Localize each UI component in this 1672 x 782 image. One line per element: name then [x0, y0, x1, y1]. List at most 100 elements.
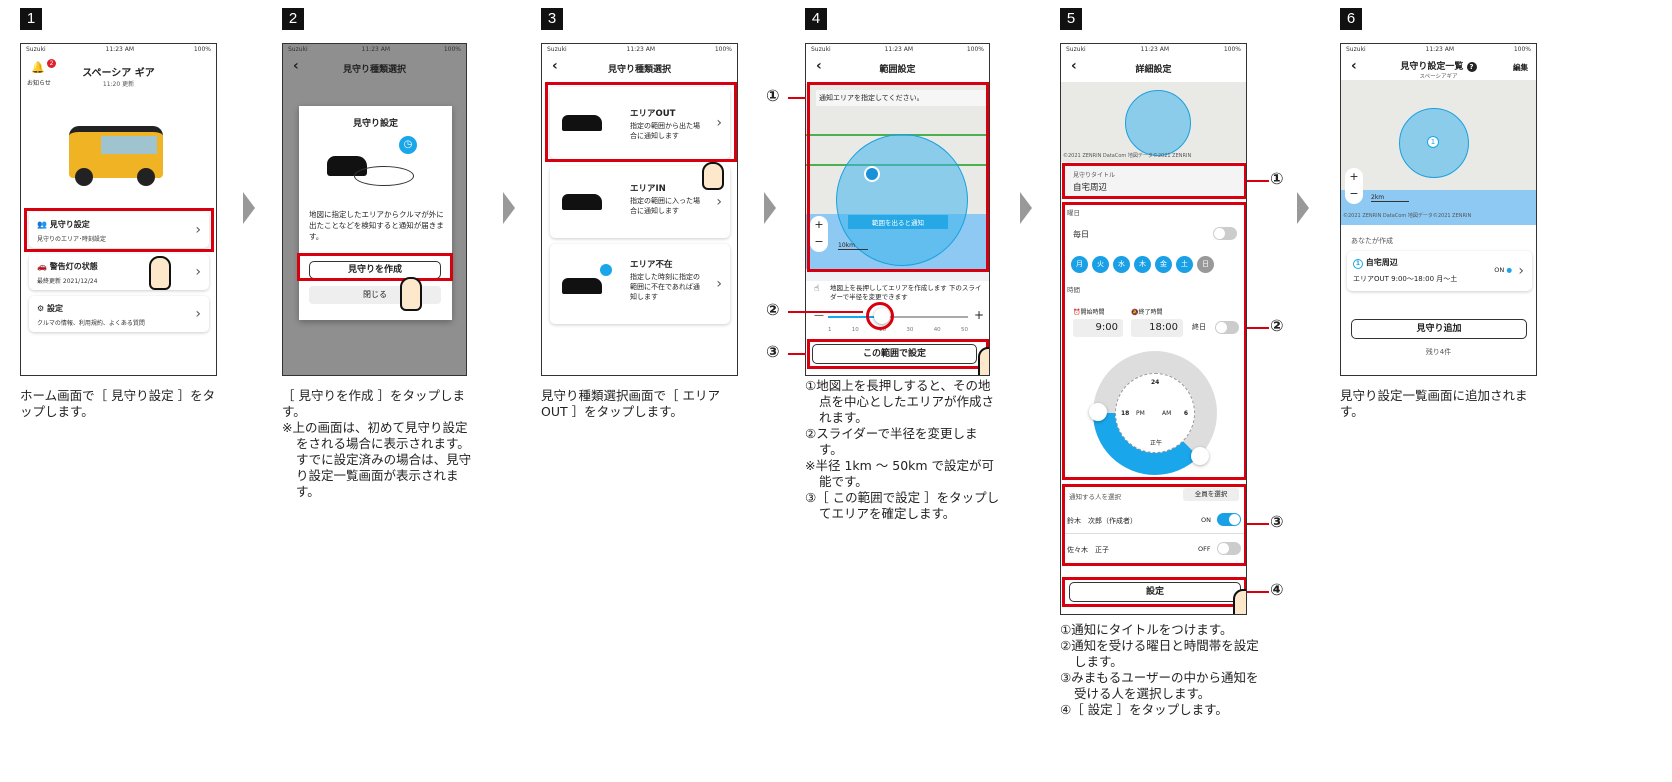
select-all-button[interactable]: 全員を選択 [1183, 488, 1239, 501]
carrier: Suzuki [26, 46, 46, 53]
dialog-text: 地図に指定したエリアからクルマが外に出たことなどを検知すると通知が届きます。 [309, 210, 444, 241]
back-button[interactable]: ‹ [552, 58, 558, 74]
person-state: ON [1201, 516, 1211, 524]
start-time-handle[interactable] [1191, 447, 1209, 465]
notify-label: 通知する人を選択 [1069, 493, 1121, 501]
chevron-right-icon: › [716, 115, 722, 131]
clock-icon [600, 264, 612, 276]
day-button[interactable]: 金 [1155, 256, 1172, 273]
alarm-icon: ⏰ [1073, 309, 1081, 316]
callout-3: ③ [1270, 512, 1284, 531]
menu-item-warning-lights[interactable]: 🚗 警告灯の状態 最終更新 2021/12/24 › [29, 254, 209, 290]
allday-toggle[interactable] [1215, 321, 1239, 334]
page-title: 範囲設定 [879, 65, 916, 75]
alarm-off-icon: 🔕 [1131, 309, 1139, 316]
back-button[interactable]: ‹ [1351, 58, 1357, 74]
day-button[interactable]: 水 [1113, 256, 1130, 273]
battery: 100% [193, 46, 211, 53]
battery: 100% [443, 46, 461, 53]
help-icon[interactable]: ? [1466, 62, 1477, 72]
step-number: 6 [1340, 8, 1362, 30]
day-button[interactable]: 土 [1176, 256, 1193, 273]
map-hint: 通知エリアを指定してください。 [816, 90, 987, 106]
bell-label: お知らせ [27, 80, 51, 87]
end-time-field[interactable]: 18:00 [1131, 319, 1183, 337]
day-button[interactable]: 火 [1092, 256, 1109, 273]
map-scale: 2km [1371, 194, 1409, 202]
menu-item-sub: 最終更新 2021/12/24 [37, 278, 98, 285]
type-title: エリアOUT [630, 109, 676, 119]
highlight-box [297, 253, 453, 281]
person-name: 佐々木 正子 [1067, 546, 1109, 554]
highlight-box [545, 82, 737, 162]
title-field[interactable]: 見守りタイトル 自宅周辺 [1065, 166, 1244, 196]
tick: 40 [933, 327, 941, 333]
menu-item-watch-settings[interactable]: 👥 見守り設定 見守りのエリア･時刻設定 › [29, 212, 209, 248]
allday-label: 終日 [1192, 323, 1206, 331]
caption-line: ①地図上を長押しすると、その地点を中心としたエリアが作成されます。 [805, 378, 995, 425]
zoom-out-button[interactable]: − [814, 235, 824, 248]
clock-icon: ◷ [399, 136, 417, 154]
item-title: 自宅周辺 [1365, 258, 1398, 267]
callout-3: ③ [766, 342, 780, 361]
carrier: Suzuki [1066, 46, 1086, 53]
carrier: Suzuki [1346, 46, 1366, 53]
step-number: 4 [805, 8, 827, 30]
zoom-controls[interactable]: +− [1345, 168, 1363, 204]
person-toggle[interactable] [1217, 513, 1241, 526]
increase-radius-button[interactable]: + [974, 308, 985, 322]
edit-button[interactable]: 編集 [1513, 63, 1528, 72]
clock-label: 正午 [1150, 440, 1163, 447]
step4-caption: ①地図上を長押しすると、その地点を中心としたエリアが作成されます。 ②スライダー… [805, 378, 1000, 522]
map[interactable]: 1 +− 2km ©2021 ZENRIN DataCom 地図データ©2021… [1341, 80, 1536, 225]
day-button[interactable]: 木 [1134, 256, 1151, 273]
step2-caption: ［ 見守りを作成 ］をタップします。 ※上の画面は、初めて見守り設定をされる場合… [282, 388, 477, 500]
type-area-in[interactable]: エリアIN 指定の範囲に入った場合に通知します › [550, 166, 730, 238]
end-time-handle[interactable] [1089, 403, 1107, 421]
person-name: 鈴木 次郎（作成者） [1067, 517, 1137, 525]
back-button[interactable]: ‹ [1071, 58, 1077, 74]
set-range-button[interactable]: この範囲で設定 [812, 344, 977, 364]
highlight-box [807, 339, 989, 369]
menu-item-settings[interactable]: ⚙ 設定 クルマの情報、利用規約、よくある質問 › [29, 296, 209, 332]
map-preview: ©2021 ZENRIN DataCom 地図データ©2021 ZENRIN [1061, 82, 1246, 162]
day-button[interactable]: 月 [1071, 256, 1088, 273]
clock: 11:23 AM [105, 46, 135, 53]
zoom-in-button[interactable]: + [814, 218, 824, 231]
car-subtitle: スペーシアギア [1419, 74, 1458, 80]
caption-line: ②スライダーで半径を変更します。 [805, 426, 978, 457]
watch-list-item[interactable]: 1 自宅周辺 エリアOUT 9:00～18:00 月～土 ON ● › [1347, 251, 1532, 291]
start-time-field[interactable]: 9:00 [1073, 319, 1123, 337]
type-desc: 指定した時刻に指定の範囲に不在であれば通知します [630, 273, 700, 301]
clock: 11:23 AM [1425, 46, 1455, 53]
notification-badge: 2 [47, 59, 56, 68]
zoom-out-button[interactable]: − [1349, 187, 1359, 200]
highlight-box [24, 208, 214, 252]
area-illustration [354, 166, 414, 186]
radius-slider[interactable] [828, 316, 968, 318]
back-button[interactable]: ‹ [816, 58, 822, 74]
everyday-toggle[interactable] [1213, 227, 1237, 240]
decrease-radius-button[interactable]: — [814, 310, 824, 321]
car-icon [562, 194, 602, 210]
page-title: 見守り種類選択 [607, 65, 671, 75]
zoom-in-button[interactable]: + [1349, 170, 1359, 183]
step-number: 3 [541, 8, 563, 30]
type-area-out[interactable]: エリアOUT 指定の範囲から出た場合に通知します › [550, 87, 730, 159]
highlight-box [1062, 484, 1246, 566]
time-range-dial[interactable]: 24 18 6 PM AM 正午 [1089, 351, 1217, 475]
map[interactable]: 通知エリアを指定してください。 範囲を出ると通知 +− 10km [806, 84, 989, 269]
notifications-button[interactable]: 🔔 2 お知らせ [27, 59, 59, 89]
clock-face: 24 18 6 PM AM 正午 [1115, 373, 1195, 453]
add-watch-button[interactable]: 見守り追加 [1351, 319, 1527, 339]
zoom-controls[interactable]: +− [810, 216, 828, 252]
type-desc: 指定の範囲から出た場合に通知します [630, 122, 700, 140]
type-area-absent[interactable]: エリア不在 指定した時刻に指定の範囲に不在であれば通知します › [550, 244, 730, 324]
day-button[interactable]: 日 [1197, 256, 1214, 273]
clock-label: 24 [1151, 379, 1160, 386]
back-button[interactable]: ‹ [293, 58, 299, 74]
person-toggle[interactable] [1217, 542, 1241, 555]
dialog-title: 見守り設定 [352, 119, 398, 129]
